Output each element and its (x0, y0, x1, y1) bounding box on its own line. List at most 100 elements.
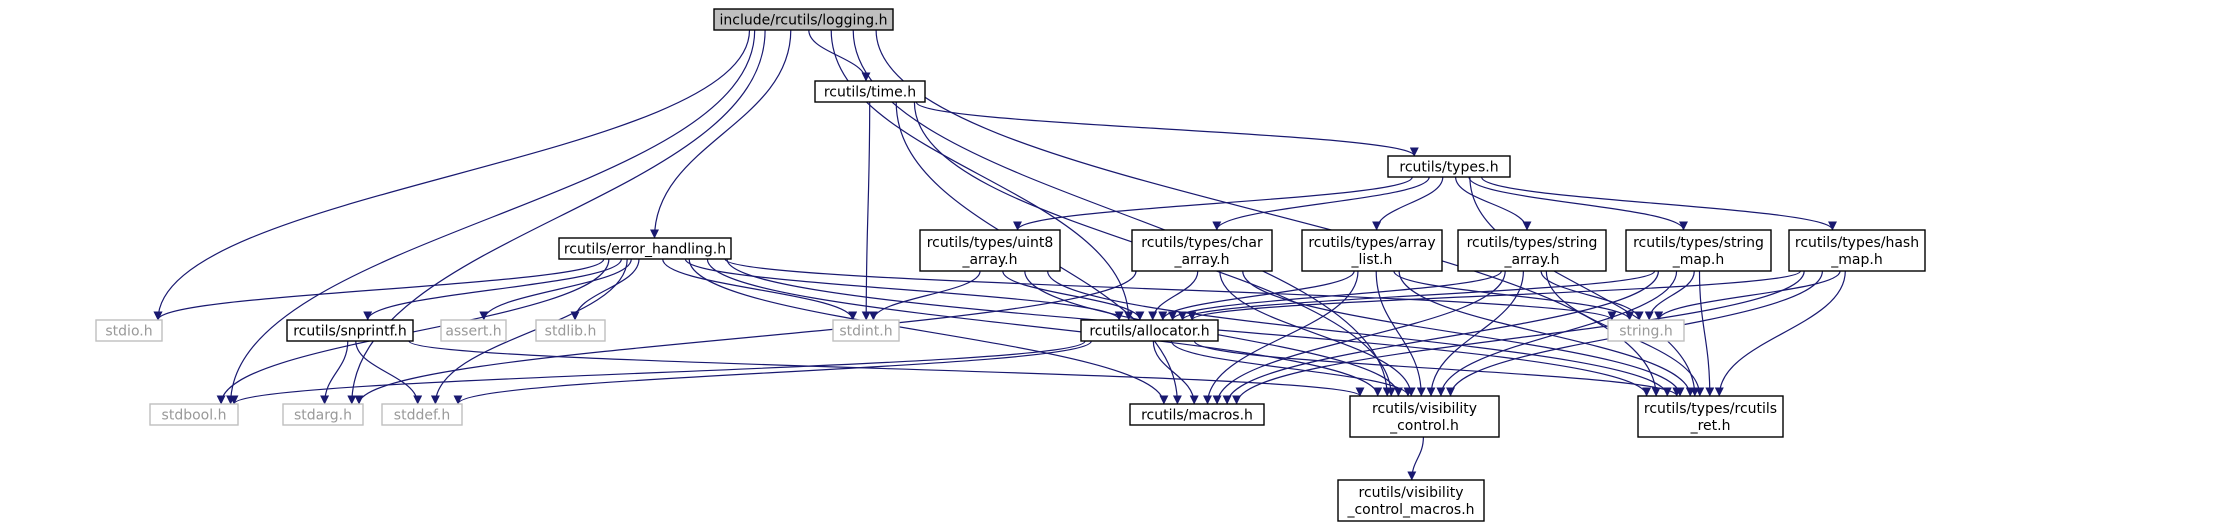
node-visibility_control[interactable]: rcutils/visibility_control.h (1349, 395, 1500, 438)
edge-logging-to-error_handling (650, 29, 792, 239)
edge-error_handling-to-stddef (430, 258, 628, 405)
node-label-rcutils_ret-line1: rcutils/types/rcutils (1644, 401, 1777, 417)
node-box-error_handling (558, 237, 732, 260)
node-label-logging: include/rcutils/logging.h (720, 13, 888, 29)
node-box-uint8_array (919, 229, 1061, 272)
edge-logging-to-stdarg (347, 29, 766, 405)
edge-time-to-types (915, 101, 1419, 157)
node-box-stdarg (282, 403, 364, 426)
edge-error_handling-to-string (724, 258, 1617, 321)
node-box-visibility_control_macros (1337, 479, 1485, 522)
node-array_list[interactable]: rcutils/types/array_list.h (1301, 229, 1443, 272)
node-string_array[interactable]: rcutils/types/string_array.h (1457, 229, 1607, 272)
edge-logging-to-stdio (153, 29, 751, 321)
node-box-stdbool (149, 403, 239, 426)
node-box-stddef (381, 403, 463, 426)
node-label-string_array-line1: rcutils/types/string (1467, 235, 1598, 251)
node-macros[interactable]: rcutils/macros.h (1129, 403, 1265, 426)
node-label-string_map-line1: rcutils/types/string (1633, 235, 1764, 251)
edge-allocator-to-stddef (453, 340, 1092, 405)
node-stdbool: stdbool.h (149, 403, 239, 426)
edge-snprintf-to-stdarg (320, 340, 349, 405)
edge-allocator-to-macros (1152, 340, 1199, 405)
node-box-hash_map (1788, 229, 1926, 272)
node-stdint: stdint.h (832, 319, 900, 342)
node-char_array[interactable]: rcutils/types/char_array.h (1131, 229, 1273, 272)
edge-hash_map-to-macros (1232, 270, 1805, 405)
edge-allocator-to-stdbool (229, 340, 1086, 405)
edge-uint8_array-to-stdint (868, 270, 981, 321)
node-label-visibility_control_macros-line2: _control_macros.h (1346, 502, 1474, 518)
node-box-allocator (1080, 319, 1219, 342)
node-error_handling[interactable]: rcutils/error_handling.h (558, 237, 732, 260)
node-box-array_list (1301, 229, 1443, 272)
edge-error_handling-to-snprintf (363, 258, 622, 321)
node-label-error_handling: rcutils/error_handling.h (564, 242, 726, 258)
node-hash_map[interactable]: rcutils/types/hash_map.h (1788, 229, 1926, 272)
edge-snprintf-to-stddef (355, 340, 423, 405)
node-label-rcutils_ret-line2: _ret.h (1690, 418, 1731, 434)
node-box-visibility_control (1349, 395, 1500, 438)
edge-hash_map-to-string (1654, 270, 1841, 321)
node-label-stddef: stddef.h (394, 408, 450, 424)
edge-string_map-to-allocator (1178, 270, 1656, 321)
edge-char_array-to-allocator (1148, 270, 1199, 321)
edge-string_array-to-string (1540, 270, 1644, 321)
node-box-types (1387, 155, 1511, 178)
edge-visibility_control-to-visibility_control_macros (1407, 436, 1424, 481)
node-label-visibility_control_macros-line1: rcutils/visibility (1359, 485, 1464, 501)
edge-logging-to-time (808, 29, 871, 82)
edge-allocator-to-visibility_control (1170, 340, 1413, 397)
node-box-stdint (832, 319, 900, 342)
node-label-hash_map-line2: _map.h (1830, 252, 1882, 268)
edge-string_map-to-string (1644, 270, 1695, 321)
edge-hash_map-to-allocator (1187, 270, 1801, 321)
node-visibility_control_macros[interactable]: rcutils/visibility_control_macros.h (1337, 479, 1485, 522)
edge-string_map-to-rcutils_ret (1698, 270, 1715, 397)
node-snprintf[interactable]: rcutils/snprintf.h (286, 319, 414, 342)
edge-error_handling-to-stdint (662, 258, 858, 321)
node-time[interactable]: rcutils/time.h (814, 80, 926, 103)
edge-error_handling-to-macros (688, 258, 1169, 405)
node-box-rcutils_ret (1637, 395, 1784, 438)
edge-types-to-uint8_array (1013, 176, 1413, 231)
node-uint8_array[interactable]: rcutils/types/uint8_array.h (919, 229, 1061, 272)
edge-error_handling-to-stdbool (216, 258, 610, 405)
node-stdlib: stdlib.h (535, 319, 606, 342)
node-label-stdio: stdio.h (105, 324, 152, 340)
node-label-stdint: stdint.h (839, 324, 892, 340)
node-box-macros (1129, 403, 1265, 426)
node-box-string_array (1457, 229, 1607, 272)
edge-string_map-to-macros (1222, 270, 1659, 405)
edge-snprintf-to-visibility_control (408, 340, 1365, 397)
edge-logging-to-rcutils_ret (875, 29, 1661, 397)
node-label-visibility_control-line2: _control.h (1389, 418, 1459, 434)
node-box-char_array (1131, 229, 1273, 272)
edge-error_handling-to-stdio (153, 258, 605, 321)
node-label-array_list-line2: _list.h (1351, 252, 1393, 268)
node-box-stdio (95, 319, 163, 342)
edge-logging-to-allocator (830, 29, 1134, 321)
node-label-snprintf: rcutils/snprintf.h (293, 324, 407, 340)
edge-types-to-array_list (1372, 176, 1444, 231)
node-label-char_array-line1: rcutils/types/char (1141, 235, 1263, 251)
node-box-string_map (1625, 229, 1772, 272)
node-box-time (814, 80, 926, 103)
node-assert: assert.h (440, 319, 507, 342)
node-label-visibility_control-line1: rcutils/visibility (1372, 401, 1477, 417)
edge-types-to-string_map (1468, 176, 1688, 231)
edge-logging-to-stdbool (226, 29, 756, 405)
node-label-array_list-line1: rcutils/types/array (1308, 235, 1435, 251)
node-types[interactable]: rcutils/types.h (1387, 155, 1511, 178)
node-string_map[interactable]: rcutils/types/string_map.h (1625, 229, 1772, 272)
node-label-string_map-line2: _map.h (1672, 252, 1724, 268)
node-logging[interactable]: include/rcutils/logging.h (713, 8, 894, 31)
node-label-stdlib: stdlib.h (545, 324, 597, 340)
edge-error_handling-to-visibility_control (706, 258, 1383, 397)
edge-types-to-hash_map (1481, 176, 1837, 231)
edge-string_array-to-macros (1212, 270, 1506, 405)
node-rcutils_ret[interactable]: rcutils/types/rcutils_ret.h (1637, 395, 1784, 438)
node-allocator[interactable]: rcutils/allocator.h (1080, 319, 1219, 342)
node-label-uint8_array-line1: rcutils/types/uint8 (927, 235, 1054, 251)
